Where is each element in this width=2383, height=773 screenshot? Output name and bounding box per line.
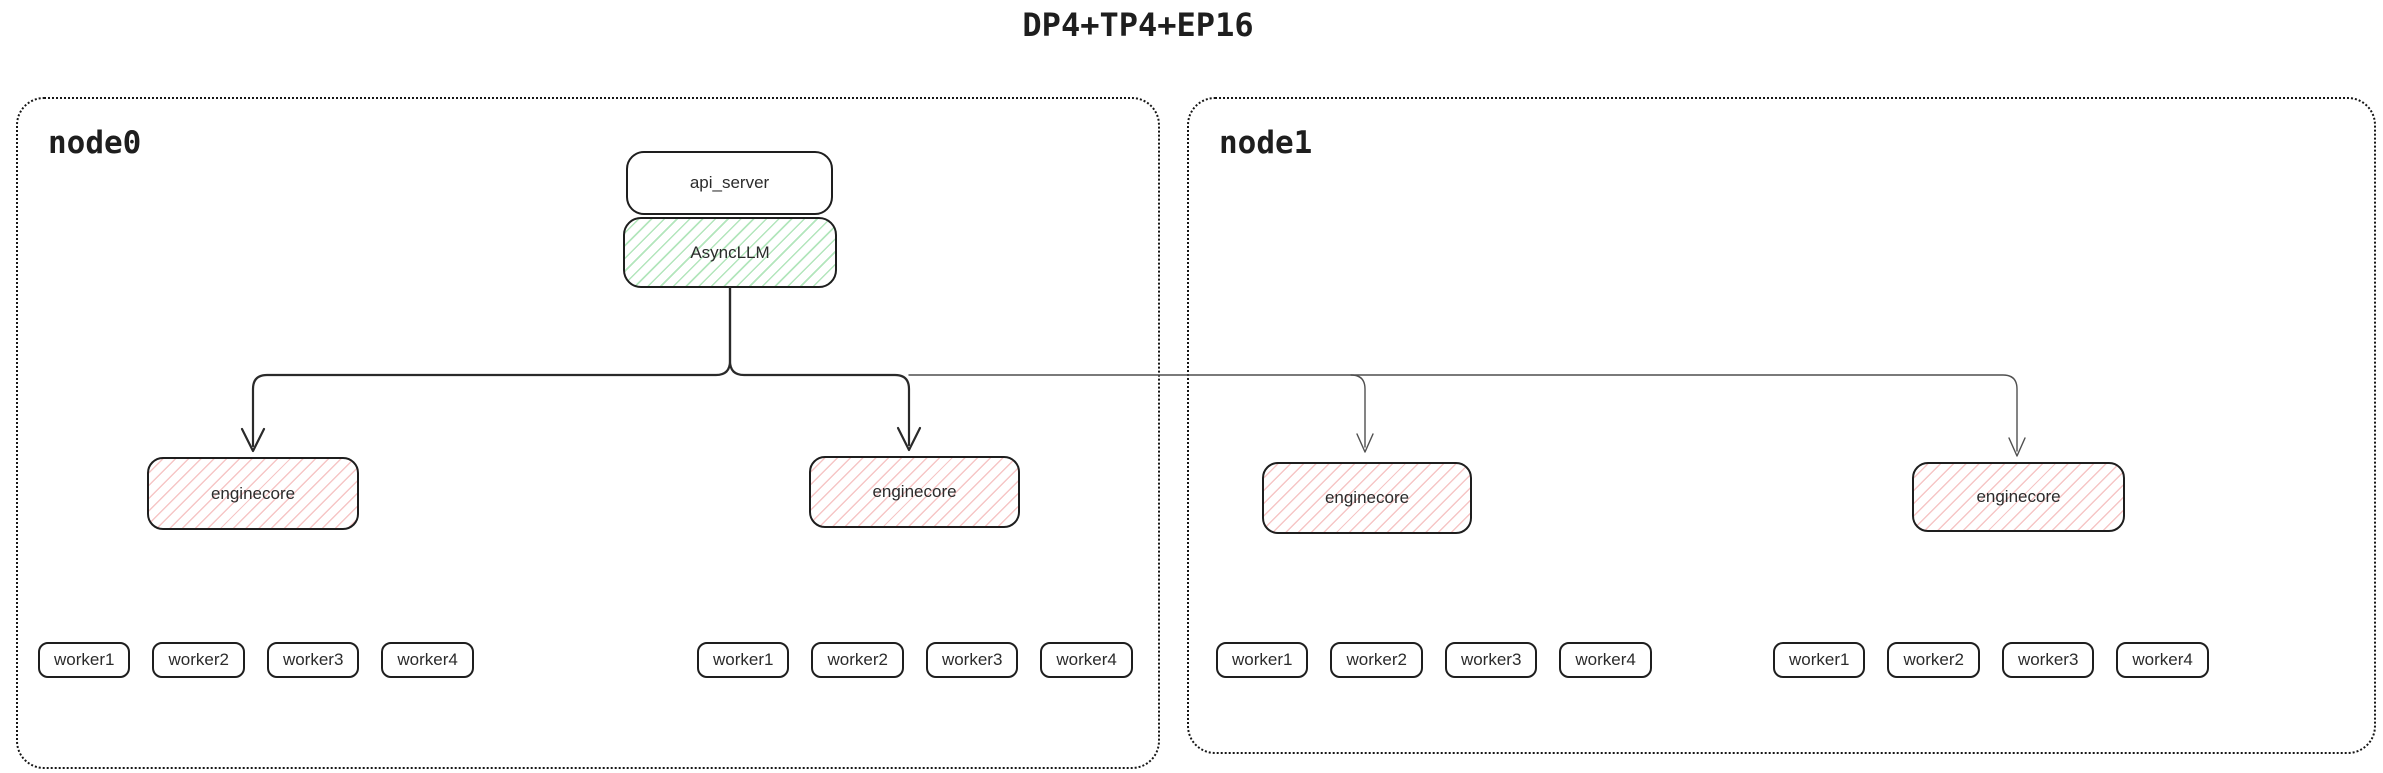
worker-box: worker2 xyxy=(1887,642,1980,678)
asyncllm-box: AsyncLLM xyxy=(623,217,837,288)
worker-box: worker1 xyxy=(38,642,131,678)
worker-box: worker3 xyxy=(266,642,360,678)
enginecore-label: enginecore xyxy=(1976,487,2061,506)
worker-box: worker3 xyxy=(925,642,1019,678)
enginecore-label: enginecore xyxy=(1324,488,1410,507)
enginecore-label: enginecore xyxy=(210,483,296,503)
enginecore-box-node1-1: enginecore xyxy=(1262,462,1472,534)
node0-label: node0 xyxy=(48,125,142,161)
worker-box: worker2 xyxy=(152,642,245,678)
diagram-title: DP4+TP4+EP16 xyxy=(1022,6,1254,44)
enginecore-box-node0-2: enginecore xyxy=(809,456,1020,528)
worker-box: worker4 xyxy=(2116,642,2209,678)
worker-box: worker2 xyxy=(1330,642,1423,678)
worker-box: worker1 xyxy=(1216,642,1309,678)
asyncllm-label: AsyncLLM xyxy=(690,242,770,262)
worker-box: worker3 xyxy=(1444,642,1538,678)
api-server-label: api_server xyxy=(689,173,770,192)
worker-box: worker3 xyxy=(2001,642,2095,678)
worker-group-node0-1: worker1 worker2 worker3 worker4 xyxy=(38,642,474,678)
enginecore-box-node1-2: enginecore xyxy=(1912,462,2125,532)
enginecore-box-node0-1: enginecore xyxy=(147,457,359,530)
worker-box: worker1 xyxy=(1773,642,1866,678)
worker-group-node0-2: worker1 worker2 worker3 worker4 xyxy=(697,642,1133,678)
worker-box: worker4 xyxy=(381,642,474,678)
worker-box: worker4 xyxy=(1040,642,1133,678)
worker-box: worker2 xyxy=(811,642,904,678)
enginecore-label: enginecore xyxy=(872,482,957,501)
worker-box: worker4 xyxy=(1559,642,1652,678)
worker-group-node1-2: worker1 worker2 worker3 worker4 xyxy=(1773,642,2209,678)
worker-group-node1-1: worker1 worker2 worker3 worker4 xyxy=(1216,642,1652,678)
node1-label: node1 xyxy=(1219,125,1313,161)
worker-box: worker1 xyxy=(697,642,790,678)
api-server-box: api_server xyxy=(626,151,833,215)
